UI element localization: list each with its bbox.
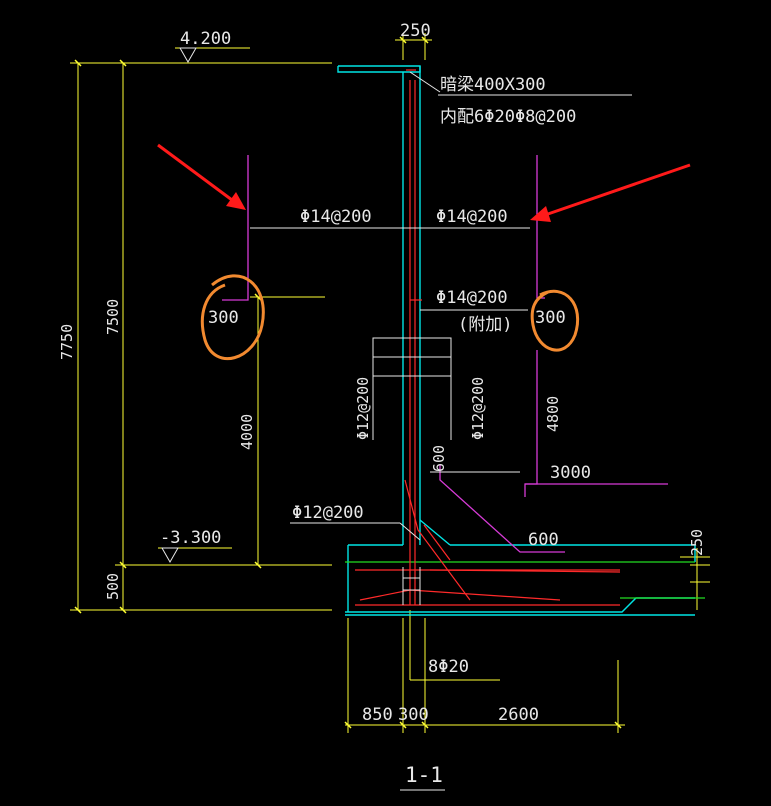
lap-right-label: 300 bbox=[535, 308, 566, 328]
rebar-haunch-bottom-label: 600 bbox=[528, 530, 559, 550]
dim-heel-label: 2600 bbox=[498, 705, 539, 725]
rebar-horiz-left-label: Φ12@200 bbox=[354, 377, 372, 440]
dim-wall-label: 300 bbox=[398, 705, 429, 725]
elevation-markers bbox=[161, 47, 197, 564]
footing-thickness-label: 250 bbox=[688, 529, 706, 556]
rebar-outer-vertical-label: Φ14@200 bbox=[300, 207, 372, 227]
circle-left-icon bbox=[200, 274, 265, 360]
beam-stirrups bbox=[372, 337, 452, 605]
lap-left-label: 300 bbox=[208, 308, 239, 328]
footing-finish-lines bbox=[345, 561, 705, 599]
text-labels: 250 4.200 -3.300 7750 7500 500 4000 4800… bbox=[58, 21, 706, 787]
arrow-left-icon bbox=[157, 143, 246, 210]
wall-thickness-label: 250 bbox=[400, 21, 431, 41]
dimension-ticks bbox=[74, 36, 622, 729]
rebar-haunch-label: 600 bbox=[430, 445, 448, 472]
height-total-label: 7750 bbox=[58, 324, 76, 360]
section-title: 1-1 bbox=[405, 763, 443, 787]
dimension-lines bbox=[70, 33, 710, 733]
circle-right-icon bbox=[530, 289, 580, 352]
height-base-label: 500 bbox=[104, 573, 122, 600]
annotation-circles bbox=[200, 274, 580, 360]
elevation-bottom-label: -3.300 bbox=[160, 528, 221, 548]
height-inner-lap-label: 4000 bbox=[238, 414, 256, 450]
rebar-horiz-right-label: Φ12@200 bbox=[469, 377, 487, 440]
rebar-bottom-label: 8Φ20 bbox=[428, 657, 469, 677]
rebar-inner-vertical-label: Φ14@200 bbox=[436, 207, 508, 227]
beam-label: 暗梁400X300 bbox=[440, 75, 546, 95]
rebar-additional-label: Φ14@200 bbox=[436, 288, 508, 308]
rebar-footing-label: Φ12@200 bbox=[292, 503, 364, 523]
rebar-base-span-label: 3000 bbox=[550, 463, 591, 483]
elevation-top-label: 4.200 bbox=[180, 29, 231, 49]
arrow-right-icon bbox=[530, 163, 691, 222]
rebar-additional-note: (附加) bbox=[458, 315, 512, 335]
concrete-outline bbox=[337, 65, 696, 616]
dim-toe-label: 850 bbox=[362, 705, 393, 725]
leader-lines bbox=[250, 71, 632, 541]
height-outer-lap-label: 4800 bbox=[544, 396, 562, 432]
annotation-arrows bbox=[157, 143, 691, 222]
beam-rebar-label: 内配6Φ20Φ8@200 bbox=[440, 107, 576, 127]
height-wall-label: 7500 bbox=[104, 299, 122, 335]
